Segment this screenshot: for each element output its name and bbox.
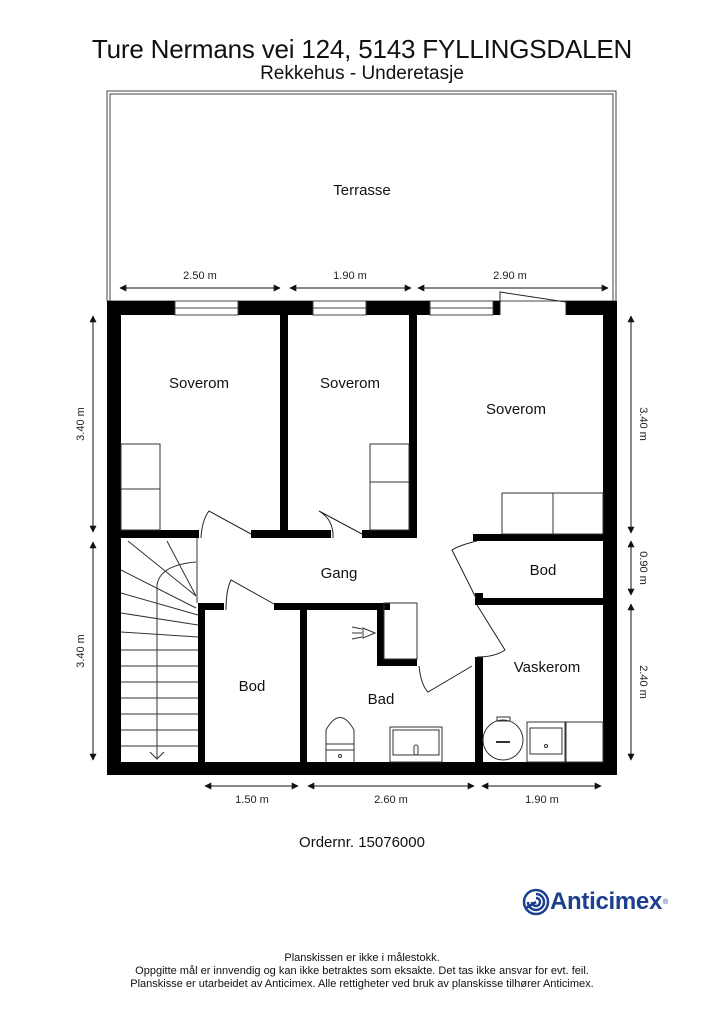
terrace-door [499, 291, 567, 315]
disclaimer-line-2: Oppgitte mål er innvendig og kan ikke be… [135, 965, 589, 977]
room-label-bod-right: Bod [530, 562, 557, 579]
registered-mark: ® [663, 898, 669, 906]
page-title: Ture Nermans vei 124, 5143 FYLLINGSDALEN [91, 34, 633, 64]
dim-top-3: 2.90 m [493, 270, 527, 282]
interior-walls [121, 315, 603, 762]
logo-text: Anticimex [550, 888, 663, 915]
room-label-soverom-2: Soverom [320, 375, 380, 392]
room-label-bad: Bad [368, 691, 395, 708]
page-subtitle: Rekkehus - Underetasje [260, 63, 464, 84]
dim-top-2: 1.90 m [333, 270, 367, 282]
order-number: Ordernr. 15076000 [299, 834, 425, 851]
disclaimer: Planskissen er ikke i målestokk. Oppgitt… [0, 952, 724, 991]
room-label-bod-left: Bod [239, 678, 266, 695]
dim-left-2: 3.40 m [75, 634, 87, 668]
room-label-terrasse: Terrasse [333, 182, 391, 199]
room-label-soverom-1: Soverom [169, 375, 229, 392]
dim-top-1: 2.50 m [183, 270, 217, 282]
closets [120, 443, 604, 660]
room-label-gang: Gang [321, 565, 358, 582]
dim-right-2: 0.90 m [637, 551, 649, 585]
dim-bottom-1: 1.50 m [235, 794, 269, 806]
anticimex-swirl-icon [522, 888, 550, 916]
room-label-vaskerom: Vaskerom [514, 659, 580, 676]
dim-right-3: 2.40 m [637, 665, 649, 699]
dim-right-1: 3.40 m [637, 407, 649, 441]
anticimex-logo: Anticimex ® [522, 888, 668, 916]
windows [174, 300, 494, 316]
room-label-soverom-3: Soverom [486, 401, 546, 418]
disclaimer-line-1: Planskissen er ikke i målestokk. [284, 952, 440, 964]
dim-bottom-2: 2.60 m [374, 794, 408, 806]
door-swings [200, 510, 506, 693]
outer-walls [107, 301, 617, 775]
bathroom-fixtures [325, 626, 604, 763]
dim-bottom-3: 1.90 m [525, 794, 559, 806]
dim-left-1: 3.40 m [75, 407, 87, 441]
staircase [120, 538, 199, 760]
disclaimer-line-3: Planskisse er utarbeidet av Anticimex. A… [130, 978, 594, 990]
